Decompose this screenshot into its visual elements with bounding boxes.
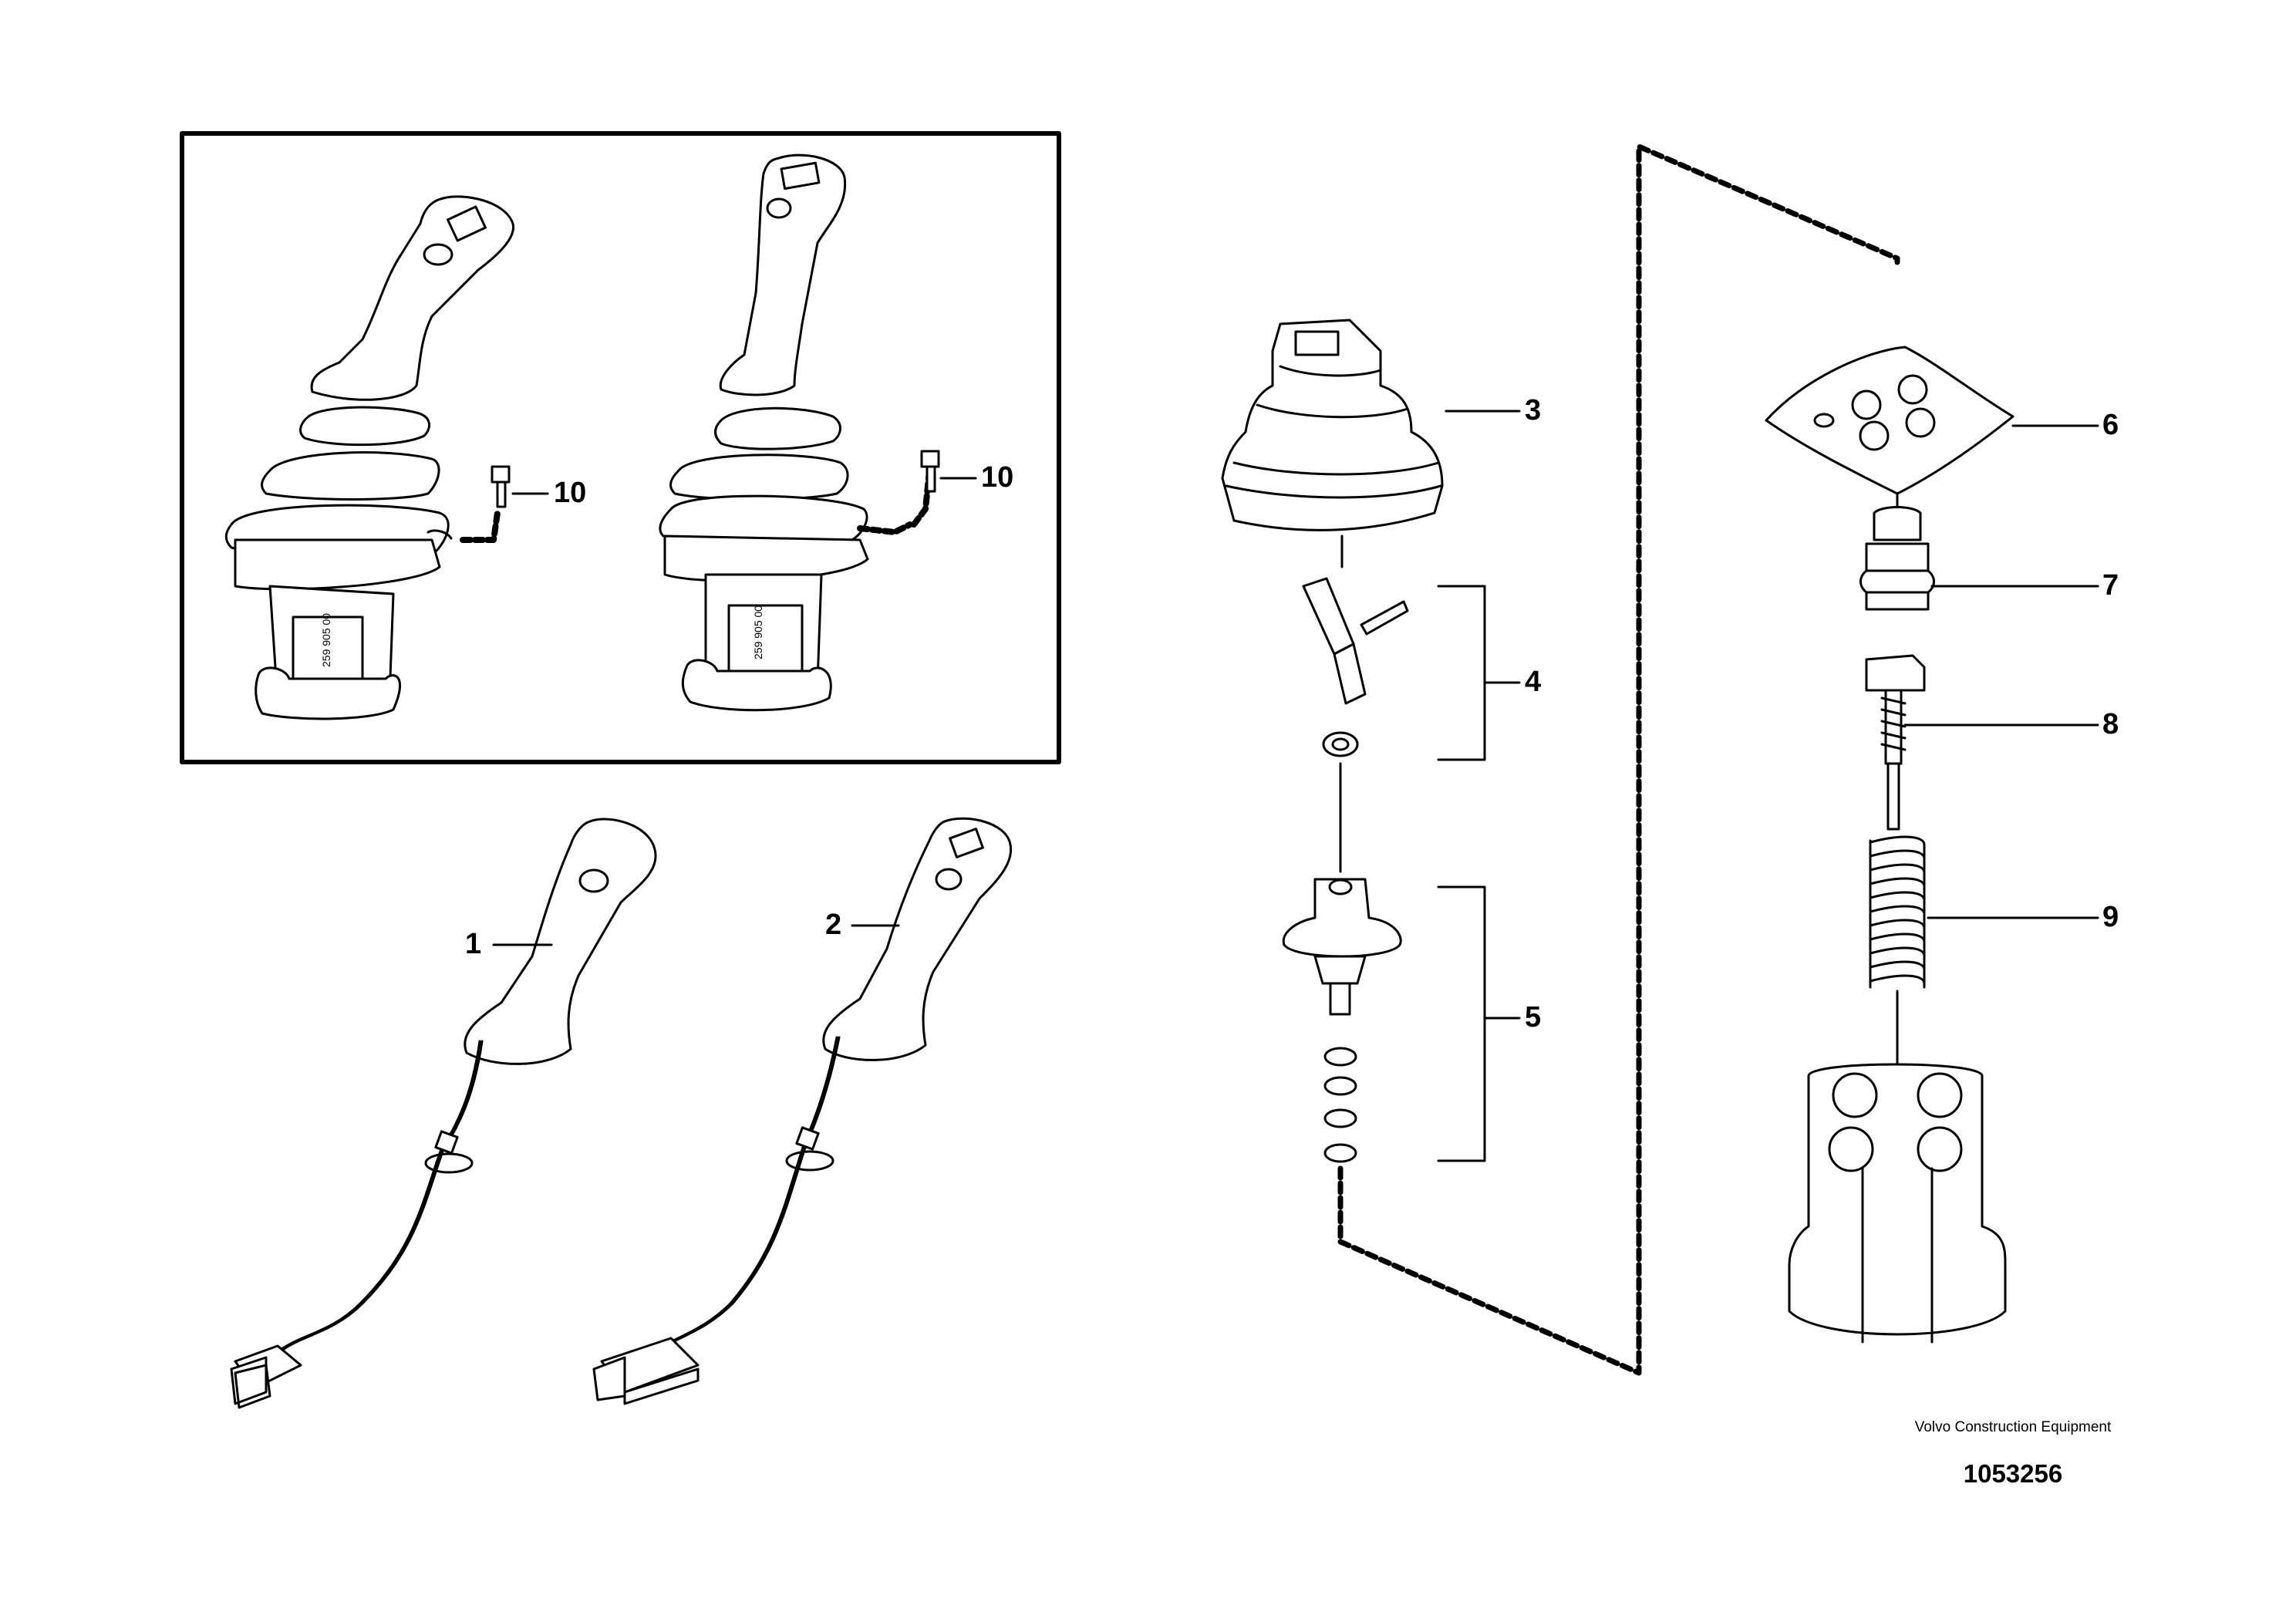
callout-10-right: 10 bbox=[981, 461, 1014, 494]
callout-3: 3 bbox=[1525, 394, 1542, 427]
callout-9: 9 bbox=[2102, 901, 2119, 933]
callout-4: 4 bbox=[1525, 666, 1542, 698]
part-8-spool bbox=[1865, 654, 1926, 831]
joystick-assembly-right bbox=[659, 153, 940, 712]
lever-label-left: 259 905 00 bbox=[320, 612, 332, 667]
callout-10-left: 10 bbox=[554, 477, 587, 509]
callout-6: 6 bbox=[2102, 409, 2119, 441]
handle-2 bbox=[592, 817, 1013, 1405]
lever-label-right: 259 905 00 bbox=[752, 605, 764, 659]
callout-8: 8 bbox=[2102, 708, 2119, 740]
company-name: Volvo Construction Equipment bbox=[1914, 1419, 2112, 1435]
part-5-plunger bbox=[1282, 878, 1402, 1163]
drawing-number: 1053256 bbox=[1963, 1459, 2063, 1488]
part-6-plate bbox=[1765, 346, 2014, 495]
callout-5: 5 bbox=[1525, 1001, 1542, 1034]
callout-1: 1 bbox=[465, 928, 482, 960]
part-9-spring bbox=[1869, 835, 1926, 989]
part-3-boot bbox=[1221, 319, 1444, 531]
joystick-assembly-left bbox=[224, 195, 514, 720]
bracket-5 bbox=[1437, 885, 1486, 1162]
part-7-seat bbox=[1859, 506, 1935, 611]
part-4-pin bbox=[1302, 577, 1409, 757]
handle-1 bbox=[230, 818, 657, 1409]
callout-7: 7 bbox=[2102, 569, 2119, 602]
bracket-4 bbox=[1437, 585, 1486, 761]
valve-body bbox=[1788, 1063, 2007, 1344]
inset-frame bbox=[180, 131, 1061, 764]
dashed-connection bbox=[1337, 143, 1900, 1376]
callout-2: 2 bbox=[825, 909, 842, 941]
